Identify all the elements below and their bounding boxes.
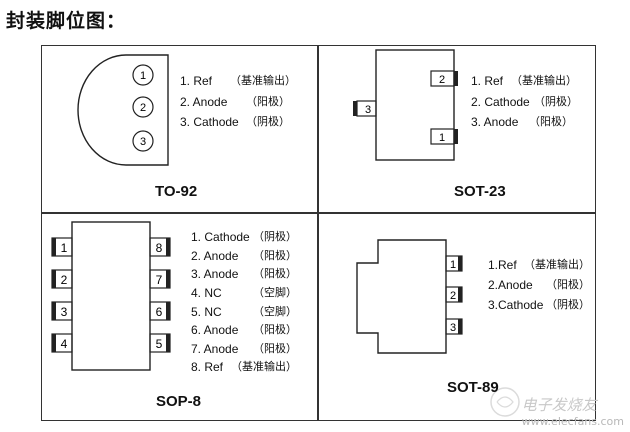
list-item: 3. Cathode （阴极） bbox=[180, 115, 290, 129]
pin-function: 1. Ref bbox=[180, 74, 213, 88]
pin-note: （阴极） bbox=[246, 115, 290, 128]
list-item: 2. Anode （阳极） bbox=[180, 95, 290, 109]
to92-package-name: TO-92 bbox=[155, 183, 198, 200]
pin-function: 3. Anode bbox=[471, 115, 519, 129]
sop8-pin-6-num: 6 bbox=[156, 305, 163, 319]
pin-function: 2. Anode bbox=[191, 249, 239, 263]
list-item: 3.Cathode （阴极） bbox=[488, 298, 590, 312]
sot23-pin-3-lead bbox=[353, 101, 357, 116]
sop8-left-pins: 1 2 3 4 bbox=[51, 237, 73, 353]
list-item: 1. Ref （基准输出） bbox=[471, 74, 577, 88]
sot23-pin-1-num: 1 bbox=[439, 132, 445, 144]
sot23-pin-1-lead bbox=[454, 129, 458, 144]
sop8-pin-4-num: 4 bbox=[61, 337, 68, 351]
pin-function: 5. NC bbox=[191, 305, 222, 319]
pin-note: （基准输出） bbox=[231, 360, 297, 373]
sot89-pin-1-num: 1 bbox=[450, 259, 456, 271]
list-item: 1. Ref （基准输出） bbox=[180, 74, 296, 88]
pin-function: 1. Cathode bbox=[191, 230, 250, 244]
pin-function: 2.Anode bbox=[488, 278, 533, 292]
pin-note: （阴极） bbox=[546, 298, 590, 311]
list-item: 3. Anode （阳极） bbox=[471, 115, 573, 129]
page-heading: 封装脚位图： bbox=[6, 10, 127, 32]
list-item: 2.Anode （阳极） bbox=[488, 278, 590, 292]
sop8-package-name: SOP-8 bbox=[156, 393, 202, 410]
list-item: 3. Anode （阳极） bbox=[191, 267, 297, 281]
watermark-cn: 电子发烧友 bbox=[521, 396, 597, 414]
pin-note: （阳极） bbox=[253, 267, 297, 280]
list-item: 4. NC （空脚） bbox=[191, 286, 297, 300]
diagram-frame bbox=[41, 45, 596, 421]
pin-note: （阳极） bbox=[546, 278, 590, 291]
sop8-pin-3-num: 3 bbox=[61, 305, 68, 319]
to92-body bbox=[77, 54, 169, 166]
list-item: 6. Anode （阳极） bbox=[191, 323, 297, 337]
sop8-pin-5-num: 5 bbox=[156, 337, 163, 351]
sop8-right-pins: 8 7 6 5 bbox=[149, 237, 171, 353]
pin-note: （阳极） bbox=[246, 95, 290, 108]
sot23-pin-3-num: 3 bbox=[365, 104, 371, 116]
watermark: 电子发烧友 www.elecfans.com bbox=[522, 394, 624, 428]
list-item: 5. NC （空脚） bbox=[191, 305, 297, 319]
pin-note: （阳极） bbox=[253, 342, 297, 355]
pin-note: （空脚） bbox=[253, 305, 297, 318]
list-item: 1.Ref （基准输出） bbox=[488, 258, 590, 272]
to92-pins: 1 2 3 bbox=[132, 64, 154, 152]
pin-function: 7. Anode bbox=[191, 342, 239, 356]
list-item: 2. Cathode （阴极） bbox=[471, 95, 578, 109]
list-item: 1. Cathode （阴极） bbox=[191, 230, 297, 244]
pin-note: （阳极） bbox=[253, 249, 297, 262]
pin-function: 1.Ref bbox=[488, 258, 517, 272]
sot89-pin-2-num: 2 bbox=[450, 290, 456, 302]
pin-function: 6. Anode bbox=[191, 323, 239, 337]
sot23-pin-2-lead bbox=[454, 71, 458, 86]
list-item: 8. Ref （基准输出） bbox=[191, 360, 297, 374]
to92-pin-3-num: 3 bbox=[140, 136, 146, 148]
frame-divider-vertical bbox=[317, 45, 319, 421]
sop8-pin-8-num: 8 bbox=[156, 241, 163, 255]
to92-pin-2-num: 2 bbox=[140, 102, 146, 114]
pin-note: （基准输出） bbox=[230, 74, 296, 87]
sot89-package-name: SOT-89 bbox=[447, 379, 499, 396]
pin-function: 1. Ref bbox=[471, 74, 504, 88]
sot23-pin-2-num: 2 bbox=[439, 74, 445, 86]
list-item: 7. Anode （阳极） bbox=[191, 342, 297, 356]
pin-note: （空脚） bbox=[253, 286, 297, 299]
sot89-body bbox=[356, 239, 447, 354]
sop8-pin-2-num: 2 bbox=[61, 273, 68, 287]
sot23-package-name: SOT-23 bbox=[454, 183, 506, 200]
pin-function: 3. Anode bbox=[191, 267, 239, 281]
list-item: 2. Anode （阳极） bbox=[191, 249, 297, 263]
sop8-body bbox=[71, 221, 151, 371]
to92-pin-1 bbox=[132, 64, 154, 86]
sop8-pin-7-num: 7 bbox=[156, 273, 163, 287]
pin-note: （阳极） bbox=[529, 115, 573, 128]
pin-note: （阴极） bbox=[534, 95, 578, 108]
pin-function: 2. Cathode bbox=[471, 95, 530, 109]
pin-note: （阳极） bbox=[253, 323, 297, 336]
to92-pin-1-num: 1 bbox=[140, 70, 146, 82]
frame-divider-horizontal bbox=[41, 212, 596, 214]
pin-note: （阴极） bbox=[253, 230, 297, 243]
pin-note: （基准输出） bbox=[511, 74, 577, 87]
pin-function: 8. Ref bbox=[191, 360, 224, 374]
pin-note: （基准输出） bbox=[524, 258, 590, 271]
pin-function: 2. Anode bbox=[180, 95, 228, 109]
to92-pin-2 bbox=[132, 96, 154, 118]
pin-function: 3. Cathode bbox=[180, 115, 239, 129]
to92-pin-3 bbox=[132, 130, 154, 152]
sop8-pin-1-num: 1 bbox=[61, 241, 68, 255]
watermark-url: www.elecfans.com bbox=[521, 415, 624, 428]
pin-function: 4. NC bbox=[191, 286, 222, 300]
watermark-logo bbox=[490, 387, 520, 417]
pin-function: 3.Cathode bbox=[488, 298, 544, 312]
sot89-pin-3-num: 3 bbox=[450, 322, 456, 334]
